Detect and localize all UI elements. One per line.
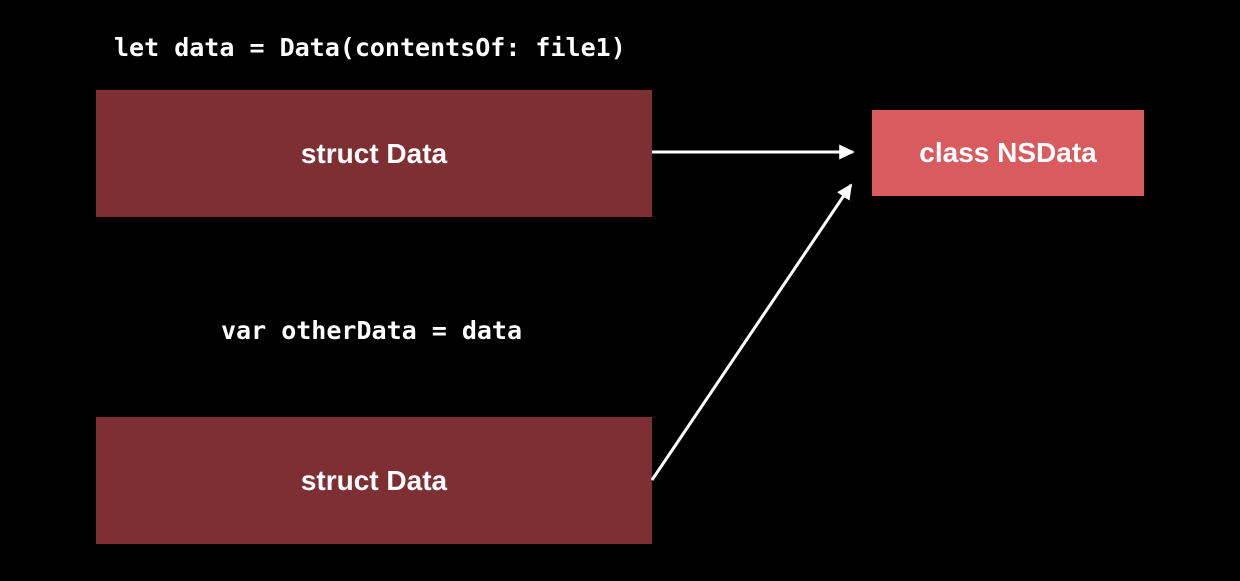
code-line-var-otherdata: var otherData = data — [221, 316, 523, 345]
struct-data-box-2-label: struct Data — [300, 464, 448, 496]
code-line-let-data: let data = Data(contentsOf: file1) — [114, 33, 626, 62]
class-nsdata-box: class NSData — [872, 110, 1144, 196]
struct-data-box-1: struct Data — [96, 90, 652, 217]
struct-data-box-2: struct Data — [96, 417, 652, 544]
arrow-struct2-to-nsdata — [650, 183, 853, 481]
struct-data-box-1-label: struct Data — [300, 137, 448, 169]
class-nsdata-box-label: class NSData — [919, 137, 1097, 168]
